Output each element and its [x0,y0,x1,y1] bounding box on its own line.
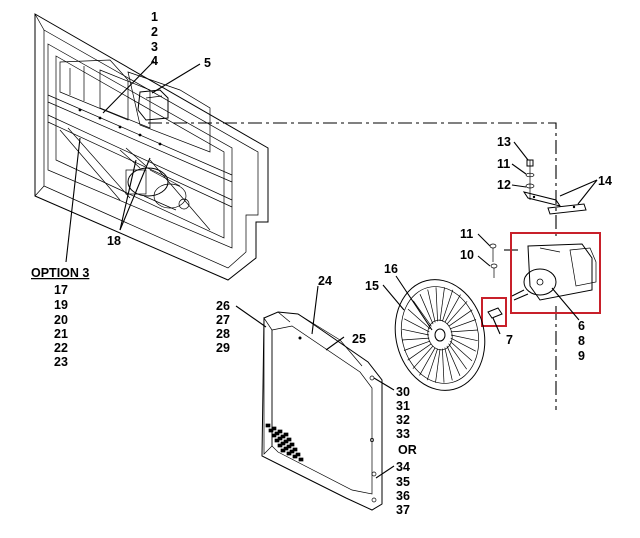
fan-wheel [394,279,486,391]
callout-5: 5 [204,56,211,70]
option-item-1: 17 [54,283,68,297]
callout-labels: 1 2 3 4 5 18 OPTION 3 17 19 20 21 22 23 … [31,10,612,517]
callout-27: 27 [216,313,230,327]
callout-11b: 11 [460,227,473,241]
callout-4: 4 [151,54,158,68]
key-highlight-box [481,297,507,327]
leader-lines [65,60,598,479]
callout-36: 36 [396,489,410,503]
callout-9: 9 [578,349,585,363]
callout-37: 37 [396,503,410,517]
motor-highlight-box [510,232,601,314]
callout-31: 31 [396,399,410,413]
callout-14: 14 [598,174,612,188]
radiator-shroud [261,311,383,511]
option-item-5: 22 [54,341,68,355]
option-item-4: 21 [54,327,68,341]
callout-30: 30 [396,385,410,399]
callout-or: OR [398,443,417,457]
hardware-screws [489,243,498,278]
callout-15: 15 [365,279,379,293]
callout-10: 10 [460,248,474,262]
callout-26: 26 [216,299,230,313]
option-heading: OPTION 3 [31,266,89,280]
callout-34: 34 [396,460,410,474]
callout-13: 13 [497,135,511,149]
callout-28: 28 [216,327,230,341]
callout-7: 7 [506,333,513,347]
option-item-6: 23 [54,355,68,369]
callout-3: 3 [151,40,158,54]
callout-6: 6 [578,319,585,333]
callout-25: 25 [352,332,366,346]
option-item-3: 20 [54,313,68,327]
hardware-stack [522,159,587,215]
callout-1: 1 [151,10,158,24]
callout-16: 16 [384,262,398,276]
callout-12: 12 [497,178,511,192]
callout-35: 35 [396,475,410,489]
callout-32: 32 [396,413,410,427]
callout-24: 24 [318,274,332,288]
callout-8: 8 [578,334,585,348]
callout-11a: 11 [497,157,510,171]
callout-18: 18 [107,234,121,248]
option-item-2: 19 [54,298,68,312]
callout-2: 2 [151,25,158,39]
housing-frame [34,13,269,281]
motor-assembly [511,243,597,301]
callout-29: 29 [216,341,230,355]
key-part [487,307,503,319]
callout-33: 33 [396,427,410,441]
